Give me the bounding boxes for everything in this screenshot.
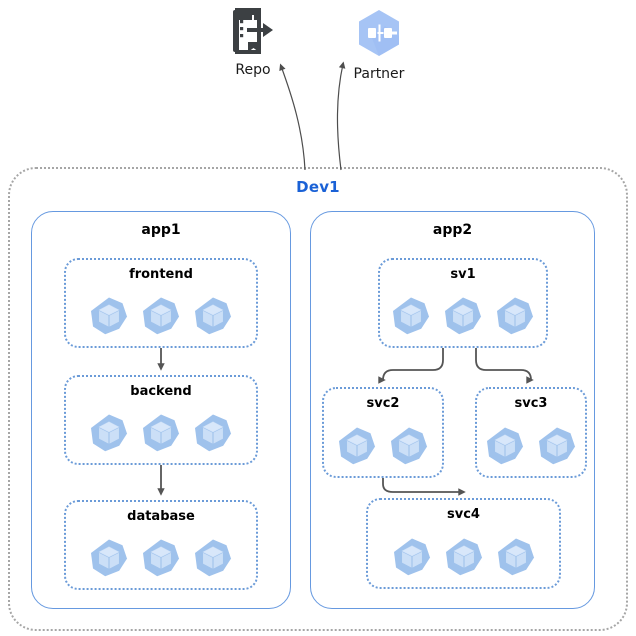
service-box-svc4[interactable]: svc4 — [366, 498, 561, 589]
application-label-app2: app2 — [432, 222, 473, 238]
pod-icon[interactable] — [496, 537, 536, 577]
pod-row-sv1 — [380, 296, 546, 336]
pod-icon[interactable] — [389, 426, 429, 466]
pod-icon[interactable] — [337, 426, 377, 466]
pod-icon[interactable] — [141, 538, 181, 578]
external-node-partner-label: Partner — [353, 66, 405, 82]
pod-icon[interactable] — [537, 426, 577, 466]
pod-icon[interactable] — [89, 413, 129, 453]
application-label-app1: app1 — [141, 222, 181, 238]
pod-row-svc4 — [368, 537, 559, 577]
pod-icon[interactable] — [392, 537, 432, 577]
service-box-sv1[interactable]: sv1 — [378, 258, 548, 348]
service-label-database: database — [127, 509, 195, 524]
service-box-svc2[interactable]: svc2 — [322, 387, 444, 478]
pod-row-frontend — [66, 296, 256, 336]
service-box-svc3[interactable]: svc3 — [475, 387, 587, 478]
pod-icon[interactable] — [495, 296, 535, 336]
pod-row-backend — [66, 413, 256, 453]
pod-icon[interactable] — [141, 296, 181, 336]
repo-icon — [231, 8, 275, 58]
service-label-svc3: svc3 — [514, 396, 548, 411]
connector-dev1-to-repo — [279, 63, 306, 171]
external-node-repo-label: Repo — [235, 62, 271, 78]
pod-row-database — [66, 538, 256, 578]
service-label-svc2: svc2 — [366, 396, 400, 411]
pod-icon[interactable] — [89, 538, 129, 578]
service-label-sv1: sv1 — [450, 267, 476, 282]
pod-icon[interactable] — [89, 296, 129, 336]
environment-box-dev1[interactable] — [8, 167, 628, 631]
service-label-backend: backend — [130, 384, 192, 399]
external-node-repo[interactable]: Repo — [208, 8, 298, 78]
pod-icon[interactable] — [391, 296, 431, 336]
service-box-database[interactable]: database — [64, 500, 258, 590]
service-label-frontend: frontend — [129, 267, 193, 282]
service-box-backend[interactable]: backend — [64, 375, 258, 465]
partner-hexagon-icon — [354, 8, 404, 62]
service-label-svc4: svc4 — [447, 507, 480, 522]
pod-icon[interactable] — [443, 296, 483, 336]
external-node-partner[interactable]: Partner — [334, 8, 424, 82]
pod-icon[interactable] — [444, 537, 484, 577]
pod-icon[interactable] — [141, 413, 181, 453]
pod-icon[interactable] — [193, 538, 233, 578]
pod-icon[interactable] — [193, 296, 233, 336]
pod-icon[interactable] — [193, 413, 233, 453]
pod-icon[interactable] — [485, 426, 525, 466]
pod-row-svc3 — [477, 426, 585, 466]
pod-row-svc2 — [324, 426, 442, 466]
service-box-frontend[interactable]: frontend — [64, 258, 258, 348]
environment-label-dev1: Dev1 — [296, 178, 340, 196]
